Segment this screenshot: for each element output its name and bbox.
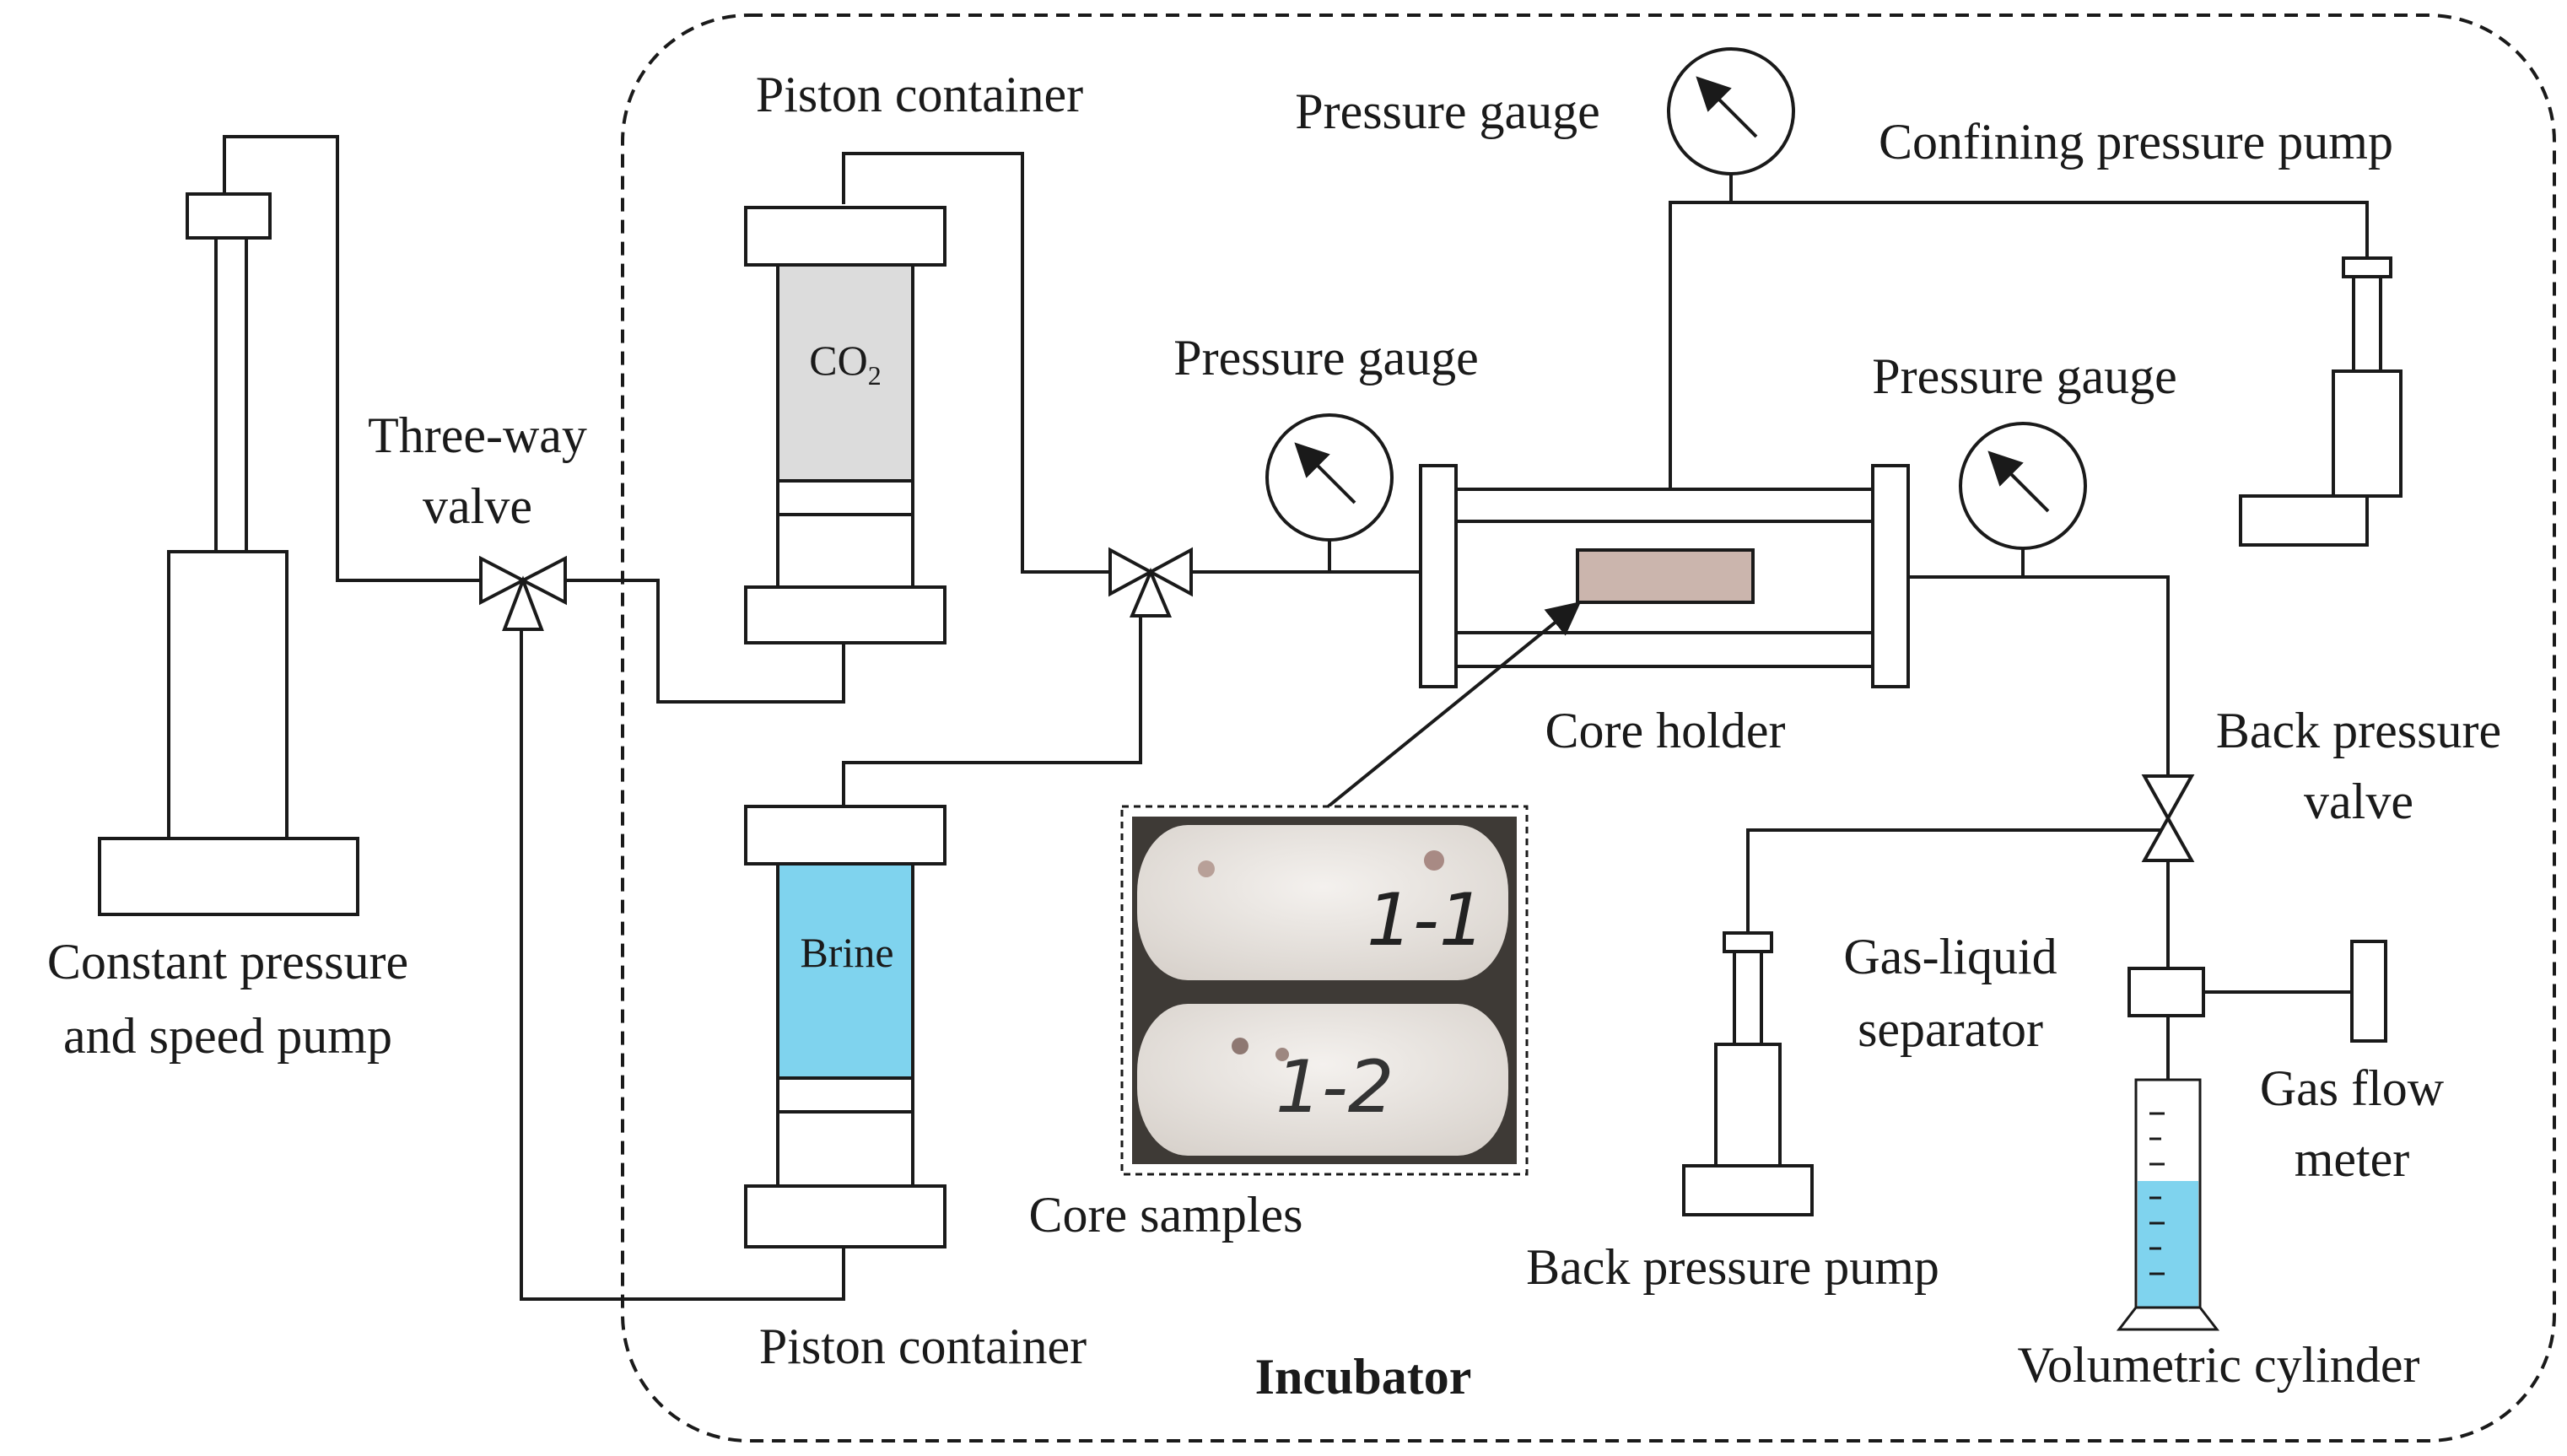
piston-head-bottom [776,1076,914,1114]
core-sample-1-2 [1137,1004,1508,1156]
core-sample-1-1 [1137,825,1508,980]
piston-container-brine [744,805,946,1248]
pressure-gauge-right-label: Pressure gauge [1872,348,2177,404]
sample-1-2-label: 1-2 [1275,1045,1394,1130]
pressure-gauge-right [1959,422,2087,550]
gas-liquid-separator [2127,967,2205,1017]
pipe-core-holder-to-back-valve [1908,575,2170,776]
separator-label-line2: separator [1858,1001,2043,1057]
pipe-bottom-piston-to-mid-valve [842,607,1142,806]
incubator-boundary [621,13,2556,1443]
core-holder-label: Core holder [1545,703,1786,758]
core-sample-in-holder [1576,548,1755,604]
core-samples-photo: 1-1 1-2 [1120,805,1529,1176]
brine-label: Brine [800,929,893,976]
three-way-valve-middle[interactable] [1108,547,1193,617]
pipe-constant-pump-to-three-way [223,135,481,582]
separator-label-line1: Gas-liquid [1843,929,2057,984]
back-pressure-pump [1682,931,1814,1216]
back-pressure-valve[interactable] [2141,774,2195,862]
pipe-core-holder-to-confining-pump [1669,201,2369,489]
co2-chamber [776,263,914,483]
back-pressure-valve-label-line2: valve [2304,774,2413,829]
gas-flow-meter-label-line2: meter [2295,1131,2410,1187]
gas-flow-meter-label-line1: Gas flow [2260,1060,2445,1116]
volumetric-cylinder-label: Volumetric cylinder [2017,1337,2419,1393]
core-holder [1419,464,1910,688]
volumetric-cylinder [2116,1078,2220,1331]
confining-pump-label: Confining pressure pump [1879,114,2393,170]
three-way-valve-label-line2: valve [423,478,532,534]
core-samples-label: Core samples [1029,1187,1303,1243]
pipes [223,135,2369,1301]
confining-pressure-pump [2239,256,2403,547]
pipe-three-way-to-top-piston [565,579,845,704]
constant-pump-label-line2: and speed pump [63,1008,392,1064]
piston-container-co2 [744,206,946,644]
gas-flow-meter [2350,940,2387,1043]
constant-pressure-pump [98,192,359,916]
co2-label: CO2 [809,337,881,391]
three-way-valve-label-line1: Three-way [368,407,587,463]
piston-container-top-label: Piston container [756,67,1083,122]
incubator-label: Incubator [1255,1349,1472,1405]
cylinder-liquid [2138,1181,2198,1308]
pressure-gauge-left-label: Pressure gauge [1173,330,1479,386]
piston-head-top [776,479,914,516]
core-pointer-arrow [1324,601,1582,810]
pipe-back-valve-to-back-pump [1746,828,2168,933]
brine-chamber [776,862,914,1080]
back-pressure-pump-label: Back pressure pump [1526,1239,1939,1295]
pressure-gauge-top [1667,47,1795,175]
pipe-top-piston-to-mid-valve [842,152,1110,574]
back-pressure-valve-label-line1: Back pressure [2216,703,2501,758]
piston-container-bottom-label: Piston container [759,1318,1087,1374]
pressure-gauge-left [1265,413,1394,542]
three-way-valve-left[interactable] [479,555,567,631]
constant-pump-label-line1: Constant pressure [47,934,408,990]
pipe-bottom-loop-to-three-way [520,629,845,1301]
pressure-gauge-top-label: Pressure gauge [1295,84,1600,139]
sample-1-1-label: 1-1 [1367,878,1485,963]
